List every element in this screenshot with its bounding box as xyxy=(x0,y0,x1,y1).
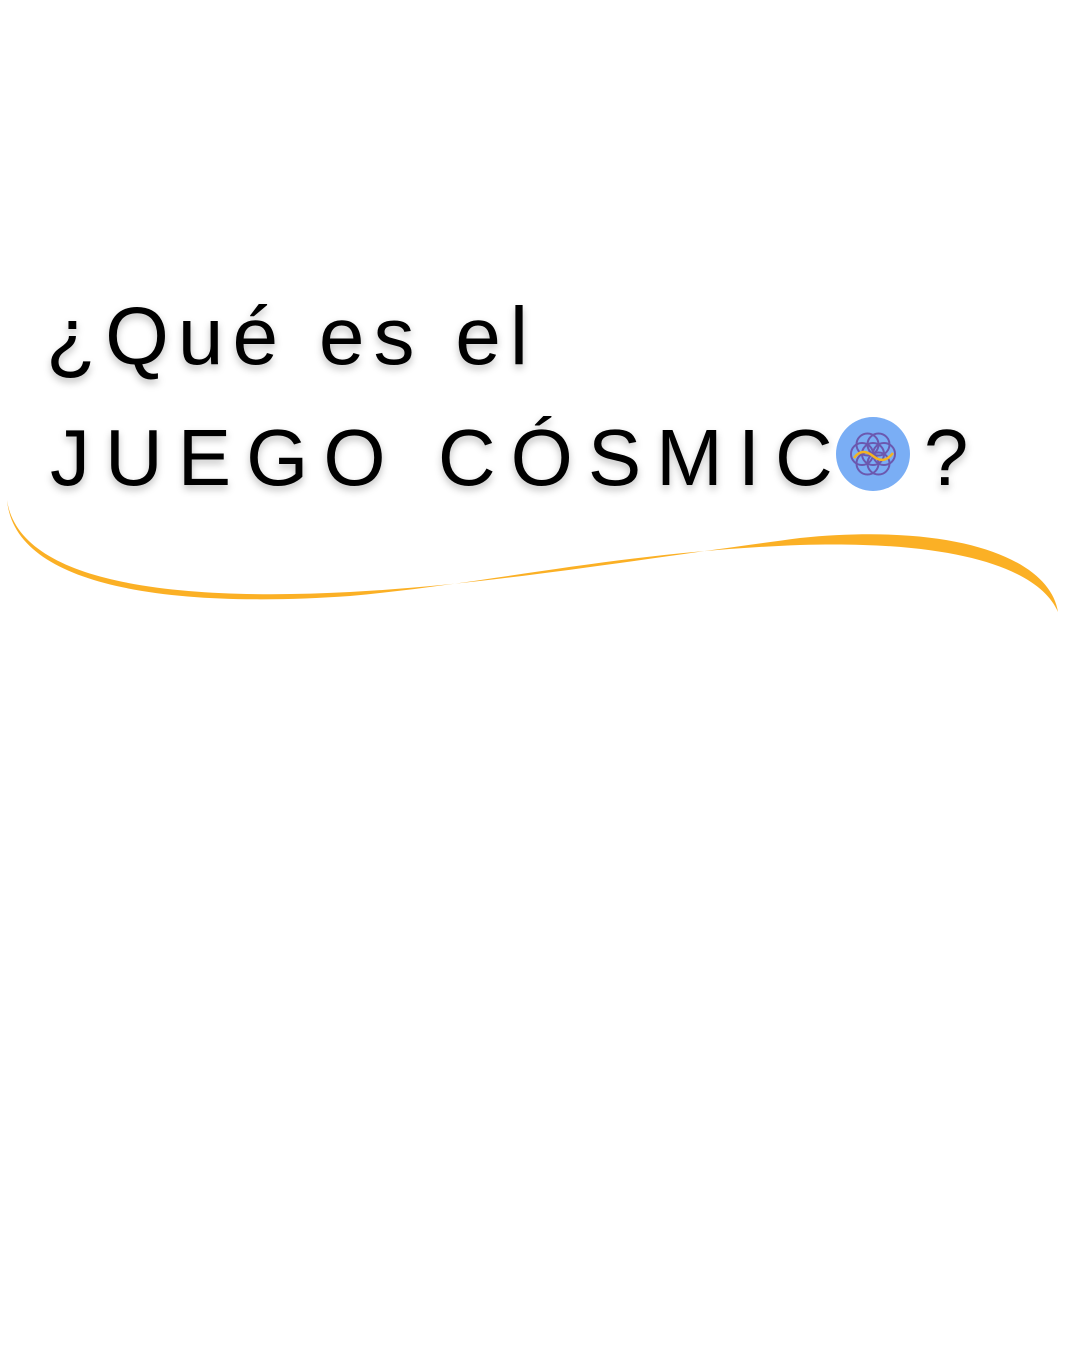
title-line-1: ¿Qué es el xyxy=(46,291,538,382)
title-question-mark: ? xyxy=(923,413,984,502)
title-line-2: JUEGO CÓSMIC ? xyxy=(50,412,983,504)
title-juego-cosmico: JUEGO CÓSMIC xyxy=(50,413,848,502)
flower-of-life-icon xyxy=(835,417,910,491)
